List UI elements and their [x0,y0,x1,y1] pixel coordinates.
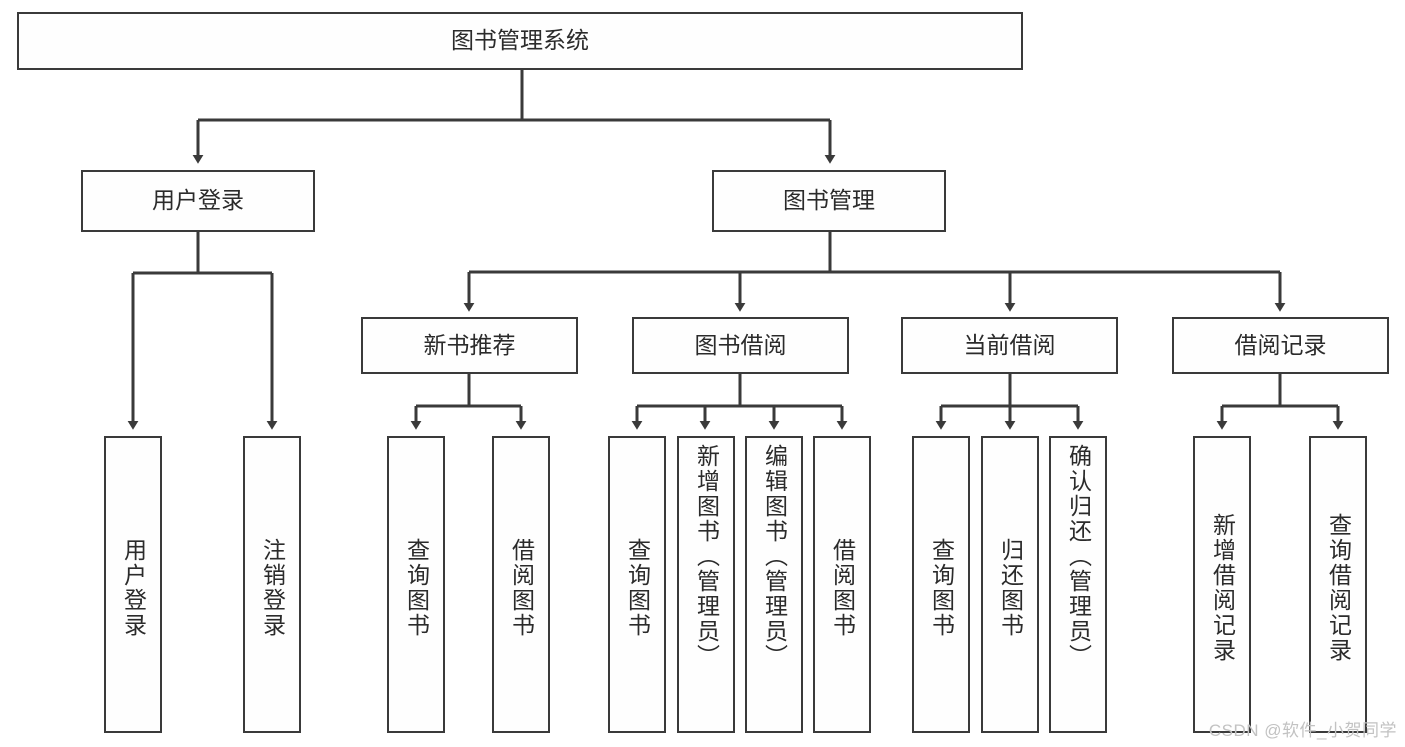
leaf-currentborrow-confirm-return-admin[interactable]: 确认归还（管理员） [1049,436,1107,733]
leaf-label: 编辑图书（管理员） [761,444,788,669]
leaf-label: 查询图书 [403,537,430,638]
node-root-system[interactable]: 图书管理系统 [17,12,1023,70]
node-new-book-recommend[interactable]: 新书推荐 [361,317,578,374]
leaf-logout[interactable]: 注销登录 [243,436,301,733]
leaf-currentborrow-query-book[interactable]: 查询图书 [912,436,970,733]
leaf-label: 查询图书 [624,537,651,638]
leaf-label: 借阅图书 [508,537,535,638]
leaf-label: 查询图书 [928,537,955,638]
leaf-user-login[interactable]: 用户登录 [104,436,162,733]
leaf-newbook-borrow-book[interactable]: 借阅图书 [492,436,550,733]
leaf-newbook-query-book[interactable]: 查询图书 [387,436,445,733]
node-book-management[interactable]: 图书管理 [712,170,946,232]
leaf-borrowrecord-query-record[interactable]: 查询借阅记录 [1309,436,1367,733]
leaf-inner: 借阅图书 [508,444,535,731]
node-current-borrow[interactable]: 当前借阅 [901,317,1118,374]
leaf-label: 借阅图书 [829,537,856,638]
csdn-watermark: CSDN @软件_小贺同学 [1208,721,1397,740]
node-label: 新书推荐 [423,331,516,358]
node-label: 用户登录 [152,187,244,214]
leaf-label: 用户登录 [120,537,147,638]
leaf-inner: 借阅图书 [829,444,856,731]
leaf-inner: 新增借阅记录 [1209,444,1236,731]
leaf-bookborrow-borrow-book[interactable]: 借阅图书 [813,436,871,733]
leaf-inner: 用户登录 [120,444,147,731]
node-user-login[interactable]: 用户登录 [81,170,315,232]
leaf-label: 确认归还（管理员） [1065,444,1092,669]
leaf-label: 查询借阅记录 [1325,512,1352,663]
leaf-bookborrow-query-book[interactable]: 查询图书 [608,436,666,733]
leaf-bookborrow-add-book-admin[interactable]: 新增图书（管理员） [677,436,735,733]
leaf-inner: 查询图书 [403,444,430,731]
node-book-borrow[interactable]: 图书借阅 [632,317,849,374]
node-label: 图书借阅 [694,331,787,358]
leaf-label: 注销登录 [259,537,286,638]
leaf-label: 新增图书（管理员） [693,444,720,669]
leaf-inner: 查询图书 [928,444,955,731]
leaf-inner: 查询借阅记录 [1325,444,1352,731]
leaf-label: 归还图书 [997,537,1024,638]
leaf-label: 新增借阅记录 [1209,512,1236,663]
leaf-currentborrow-return-book[interactable]: 归还图书 [981,436,1039,733]
leaf-inner: 归还图书 [997,444,1024,731]
node-label: 借阅记录 [1234,331,1327,358]
node-label: 图书管理系统 [451,27,589,54]
leaf-inner: 注销登录 [259,444,286,731]
node-label: 当前借阅 [963,331,1056,358]
node-borrow-record[interactable]: 借阅记录 [1172,317,1389,374]
node-label: 图书管理 [783,187,875,214]
leaf-borrowrecord-add-record[interactable]: 新增借阅记录 [1193,436,1251,733]
leaf-bookborrow-edit-book-admin[interactable]: 编辑图书（管理员） [745,436,803,733]
leaf-inner: 查询图书 [624,444,651,731]
